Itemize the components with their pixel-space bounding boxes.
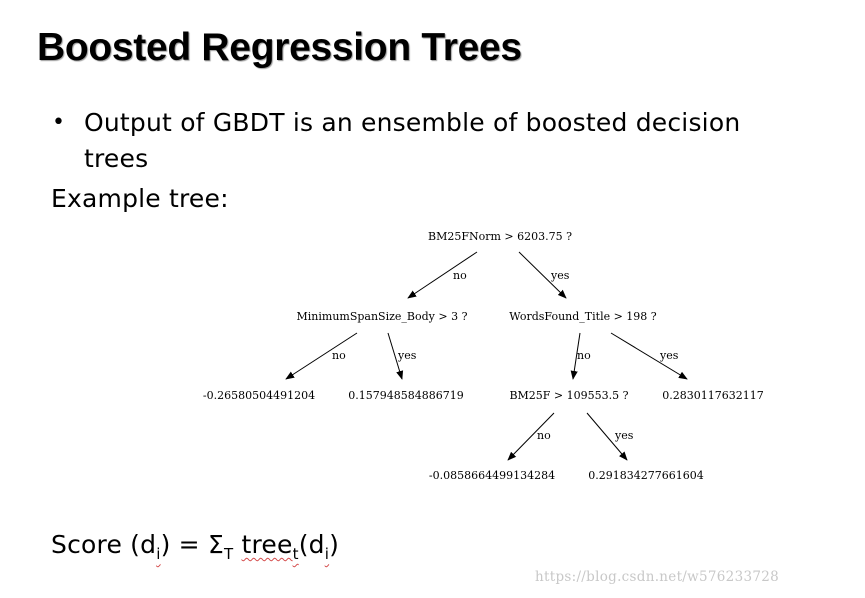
bullet-text: Output of GBDT is an ensemble of boosted… <box>84 108 741 173</box>
tree-node-bm25f: BM25F > 109553.5 ? <box>509 389 628 402</box>
tree-node-words-found-title: WordsFound_Title > 198 ? <box>509 310 656 323</box>
edge-label-yes: yes <box>550 269 570 282</box>
edge-label-yes: yes <box>397 349 417 362</box>
formula-subscript: i <box>324 545 330 563</box>
bullet-dot-icon: • <box>52 110 66 135</box>
tree-leaf-1: -0.26580504491204 <box>203 389 315 402</box>
tree-node-minimum-span-size: MinimumSpanSize_Body > 3 ? <box>297 310 468 323</box>
edge-label-no: no <box>453 269 467 282</box>
formula-subscript: T <box>223 545 234 563</box>
formula-part: ) <box>329 530 340 559</box>
tree-edge-left-yes <box>387 332 404 380</box>
formula-subscript: t <box>292 545 299 563</box>
bullet-item: • Output of GBDT is an ensemble of boost… <box>50 105 810 177</box>
tree-leaf-3: 0.2830117632117 <box>662 389 763 402</box>
tree-edge-bm25f-yes <box>586 412 628 461</box>
tree-edge-root-yes <box>518 251 567 299</box>
bullet-list: • Output of GBDT is an ensemble of boost… <box>50 105 810 177</box>
edge-label-no: no <box>577 349 591 362</box>
formula-part: tree <box>241 530 293 559</box>
score-formula: Score (di) = ΣT treet(di) <box>51 530 340 562</box>
edge-label-yes: yes <box>614 429 634 442</box>
edge-label-no: no <box>537 429 551 442</box>
watermark: https://blog.csdn.net/w576233728 <box>535 569 780 585</box>
tree-root-node: BM25FNorm > 6203.75 ? <box>428 230 572 243</box>
edge-label-yes: yes <box>659 349 679 362</box>
tree-edge-left-no <box>285 332 358 380</box>
tree-edge-right-no <box>570 332 581 380</box>
tree-edge-root-no <box>407 251 478 299</box>
tree-edge-right-yes <box>610 332 688 380</box>
tree-leaf-5: 0.291834277661604 <box>588 469 703 482</box>
tree-edge-bm25f-no <box>507 412 555 461</box>
example-label: Example tree: <box>51 184 229 213</box>
tree-leaf-4: -0.0858664499134284 <box>429 469 555 482</box>
formula-part: Score (d <box>51 530 157 559</box>
formula-subscript: i <box>156 545 161 563</box>
tree-leaf-2: 0.157948584886719 <box>348 389 463 402</box>
formula-part: (d <box>298 530 325 559</box>
formula-part: ) = Σ <box>160 530 224 559</box>
slide-title: Boosted Regression Trees <box>37 26 522 69</box>
edge-label-no: no <box>332 349 346 362</box>
